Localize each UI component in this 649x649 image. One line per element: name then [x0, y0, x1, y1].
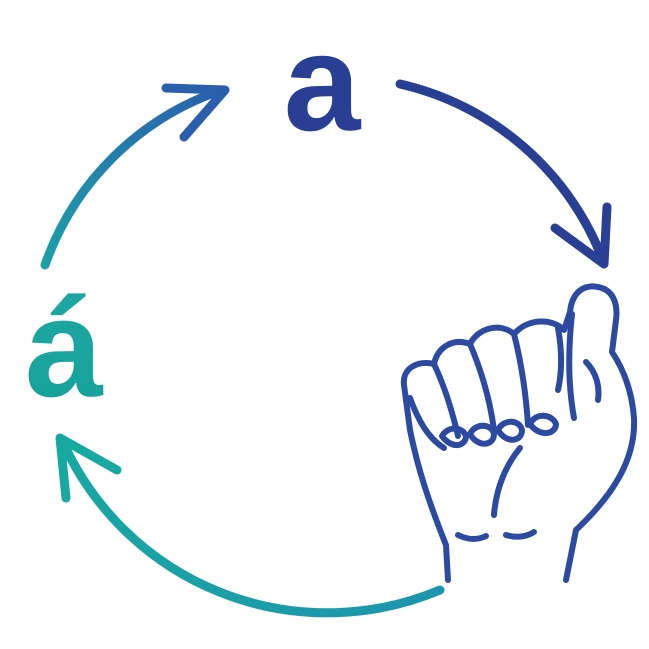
arrow-bottom-icon — [55, 433, 445, 618]
hand-sign-a-icon — [400, 283, 638, 583]
letter-left: á — [25, 269, 104, 426]
letter-top: a — [284, 6, 362, 160]
arrow-top-right-icon — [395, 79, 612, 269]
arrow-top-left-icon — [40, 83, 230, 270]
